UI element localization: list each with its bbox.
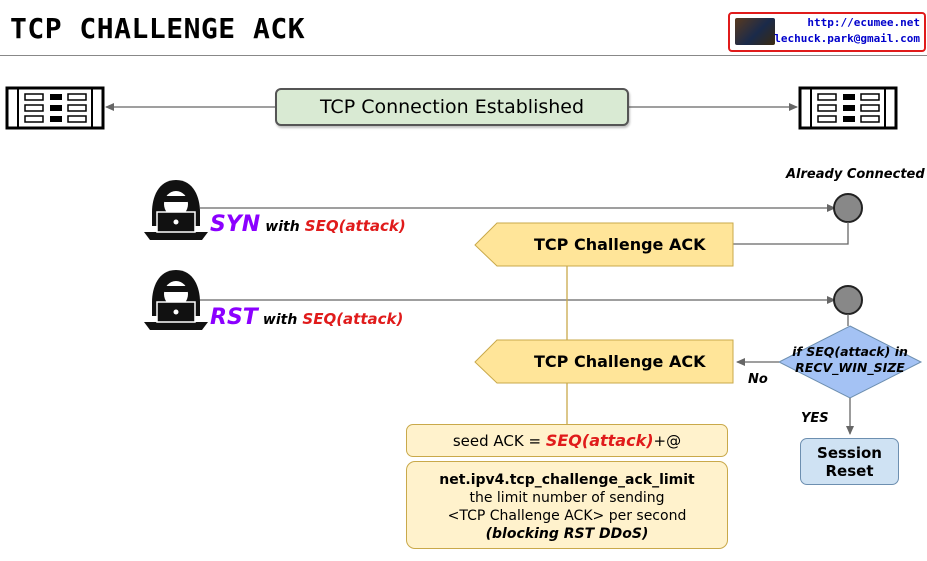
limit-line-3: <TCP Challenge ACK> per second bbox=[447, 508, 687, 524]
rst-with: with bbox=[262, 312, 298, 328]
author-email[interactable]: lechuck.park@gmail.com bbox=[774, 32, 920, 45]
syn-label: SYN with SEQ(attack) bbox=[210, 212, 406, 237]
condition-line-1: if SEQ(attack) in bbox=[792, 344, 908, 359]
rst-seq: SEQ(attack) bbox=[302, 310, 404, 328]
condition-line-2: RECV_WIN_SIZE bbox=[795, 360, 905, 375]
rst-label: RST with SEQ(attack) bbox=[210, 305, 403, 330]
syn-seq: SEQ(attack) bbox=[304, 217, 406, 235]
session-line-2: Reset bbox=[825, 462, 874, 480]
hacker-syn-icon bbox=[144, 180, 208, 240]
server-right-icon bbox=[798, 86, 898, 130]
server-state-node-rst bbox=[833, 285, 863, 315]
session-reset-box: Session Reset bbox=[800, 438, 899, 485]
already-connected-label: Already Connected bbox=[786, 167, 925, 182]
challenge-ack-limit-box: net.ipv4.tcp_challenge_ack_limit the lim… bbox=[406, 461, 728, 549]
seed-prefix: seed ACK = bbox=[452, 431, 546, 450]
limit-line-2: the limit number of sending bbox=[469, 490, 665, 506]
challenge-ack-label-2: TCP Challenge ACK bbox=[534, 352, 706, 371]
syn-with: with bbox=[265, 219, 300, 235]
challenge-ack-arrow-2 bbox=[474, 339, 734, 384]
limit-note: (blocking RST DDoS) bbox=[485, 526, 649, 542]
connection-established-box: TCP Connection Established bbox=[275, 88, 629, 126]
challenge-ack-arrow-1 bbox=[474, 222, 734, 267]
server-state-node-syn bbox=[833, 193, 863, 223]
no-label: No bbox=[748, 372, 768, 387]
server-left-icon bbox=[5, 86, 105, 130]
decision-condition: if SEQ(attack) in RECV_WIN_SIZE bbox=[780, 344, 920, 376]
yes-label: YES bbox=[801, 411, 829, 426]
author-url[interactable]: http://ecumee.net bbox=[807, 16, 920, 29]
syn-return-line bbox=[733, 222, 849, 245]
seed-seq: SEQ(attack) bbox=[545, 431, 654, 450]
author-thumbnail bbox=[735, 18, 775, 45]
hacker-rst-icon bbox=[144, 270, 208, 330]
limit-param: net.ipv4.tcp_challenge_ack_limit bbox=[439, 472, 695, 488]
challenge-ack-label-1: TCP Challenge ACK bbox=[534, 235, 706, 254]
session-line-1: Session bbox=[817, 444, 882, 462]
syn-flag: SYN bbox=[210, 212, 261, 237]
author-badge: http://ecumee.net lechuck.park@gmail.com bbox=[728, 12, 926, 52]
title-divider bbox=[0, 55, 927, 56]
seed-suffix: +@ bbox=[653, 431, 682, 450]
seed-ack-box: seed ACK = SEQ(attack)+@ bbox=[406, 424, 728, 457]
page-title: TCP CHALLENGE ACK bbox=[10, 12, 306, 45]
rst-flag: RST bbox=[210, 305, 258, 330]
